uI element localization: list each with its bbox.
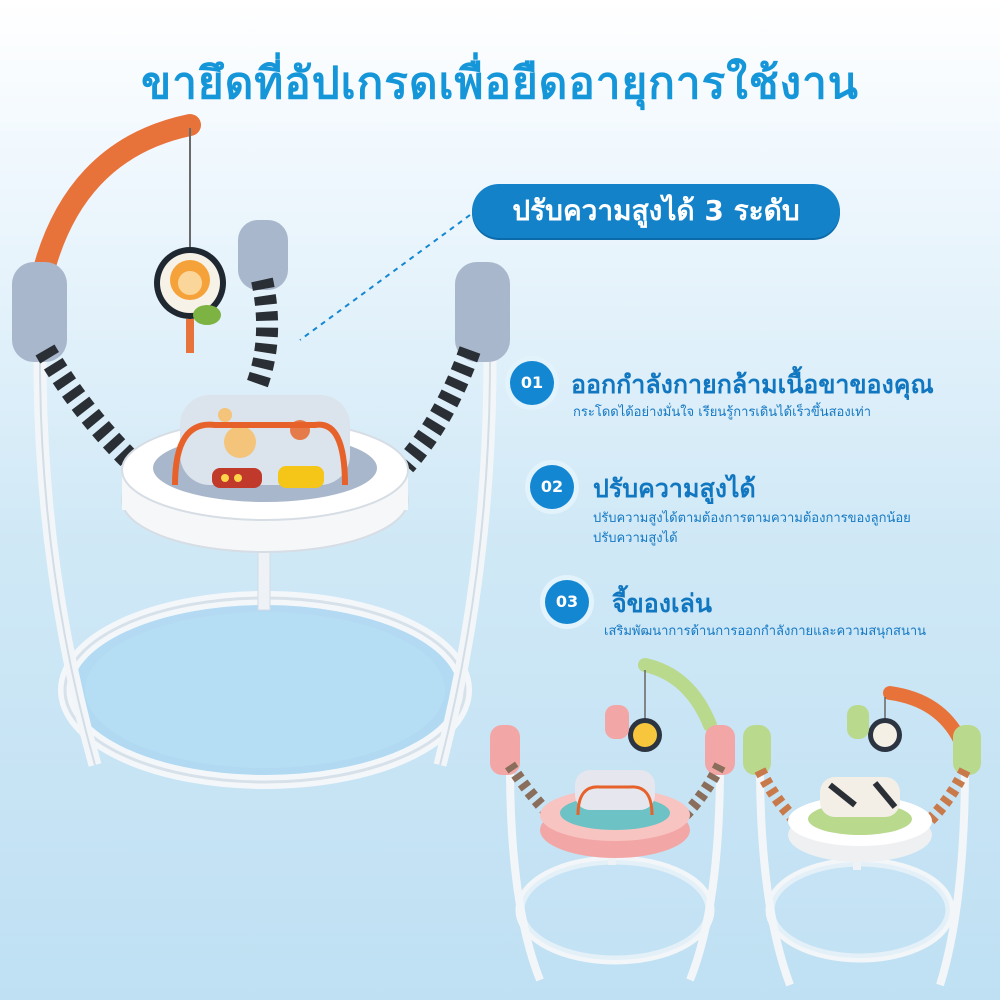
main-product-image [12,114,510,789]
variant-green-image [743,686,981,987]
feature-number-badge: 01 [510,361,554,405]
feature-description: ปรับความสูงได้ตามต้องการตามความต้องการขอ… [593,511,911,526]
feature-description: เสริมพัฒนาการด้านการออกกำลังกายและความสน… [604,624,927,639]
variant-pink-image [490,658,735,982]
feature-number-badge: 02 [530,465,574,509]
feature-exercise: 01 ออกกำลังกายกล้ามเนื้อขาของคุณ กระโดดไ… [505,357,985,427]
feature-description-line-2: ปรับความสูงได้ [593,531,678,546]
feature-number-badge: 03 [545,580,589,624]
feature-title: ออกกำลังกายกล้ามเนื้อขาของคุณ [571,370,934,399]
feature-title: จี้ของเล่น [612,589,712,618]
feature-description: กระโดดได้อย่างมั่นใจ เรียนรู้การเดินได้เ… [573,405,872,420]
page-title: ขายึดที่อัปเกรดเพื่อยืดอายุการใช้งาน [141,58,859,109]
feature-title: ปรับความสูงได้ [593,474,756,503]
feature-toy-pendant: 03 จี้ของเล่น เสริมพัฒนาการด้านการออกกำล… [540,578,990,648]
height-adjust-badge: ปรับความสูงได้ 3 ระดับ [472,184,840,238]
feature-height-adjust: 02 ปรับความสูงได้ ปรับความสูงได้ตามต้องก… [525,463,990,553]
